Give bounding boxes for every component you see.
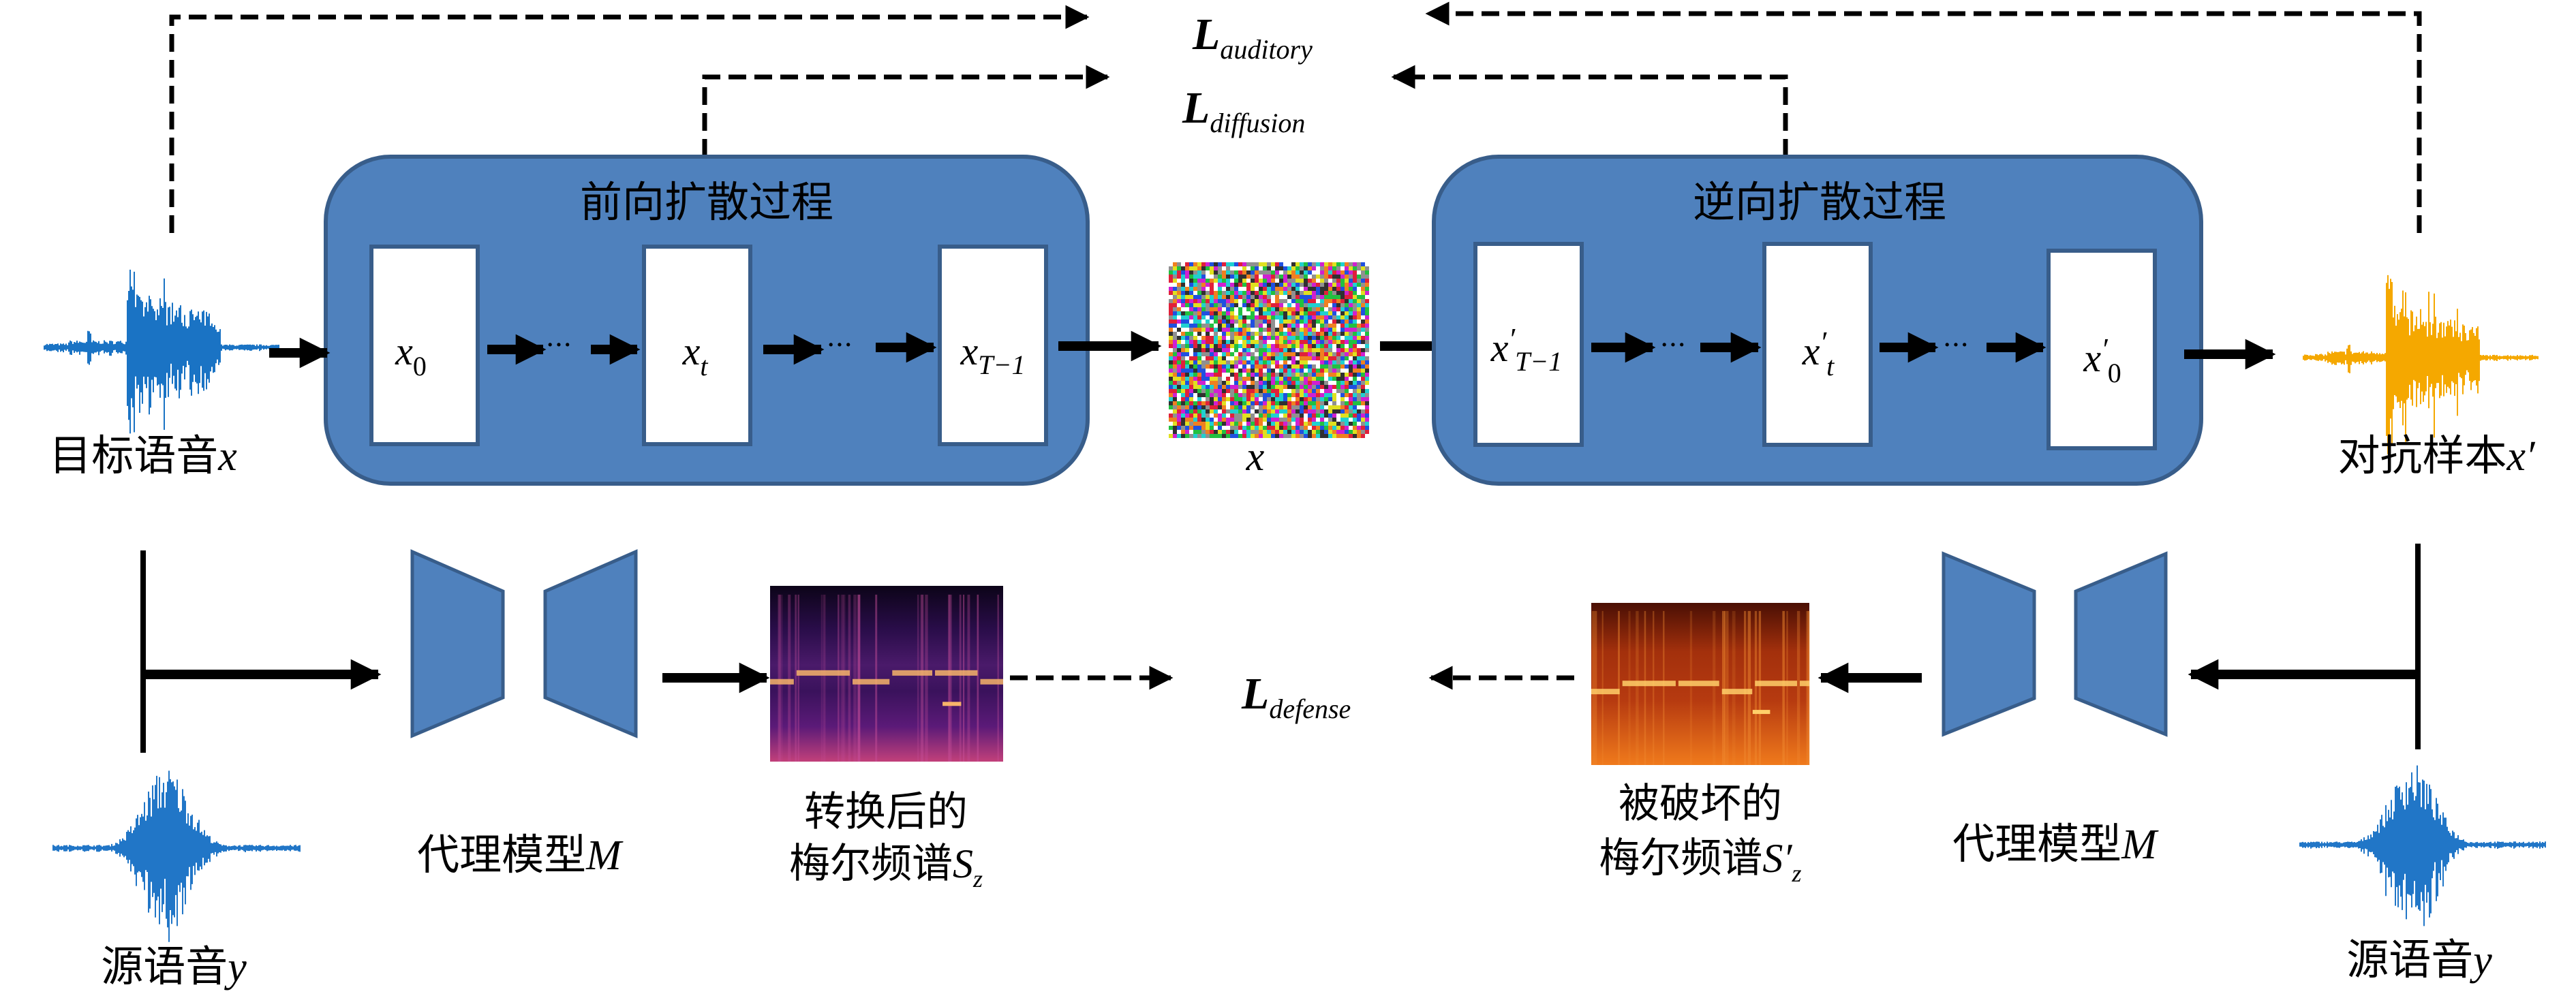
forward-ellipsis: ···: [546, 330, 572, 361]
converted-mel-label-line1: 转换后的: [804, 788, 968, 836]
waveform-trace: [2303, 275, 2539, 454]
reverse-ellipsis: ···: [1660, 330, 1686, 361]
source-speech-left-waveform: [52, 770, 301, 942]
diffusion-loss-connector-right: [1391, 65, 1788, 157]
waveform-trace: [44, 269, 279, 434]
proxy-model-left: [410, 549, 638, 738]
source-speech-right-label: 源语音y: [2346, 935, 2492, 984]
source-speech-right-waveform: [2299, 765, 2546, 926]
auditory-loss-label: Lauditory: [1192, 10, 1313, 65]
state-label-xt: xt: [682, 329, 709, 381]
corrupted-mel-label-line2: 梅尔频谱S′z: [1599, 835, 1801, 887]
source-speech-left-label: 源语音y: [101, 941, 247, 991]
state-box-xT-1: [938, 245, 1048, 446]
state-label-x't: x′t: [1802, 326, 1835, 381]
corrupted-mel-label-line1: 被破坏的: [1619, 780, 1782, 828]
adversarial-sample-waveform: [2303, 275, 2539, 454]
forward-ellipsis: ···: [827, 330, 853, 361]
diffusion-loss-connector-left: [702, 65, 1110, 157]
auditory-loss-connector-left: [169, 5, 1090, 233]
state-box-x'0: [2046, 249, 2157, 450]
noise-label: x: [1246, 434, 1265, 479]
forward-diffusion-process: 前向扩散过程 x0 xt xT−1 ··· ···: [324, 155, 1090, 486]
state-box-x0: [369, 245, 480, 446]
proxy-decoder-trapezoid: [2074, 551, 2168, 737]
state-box-x't: [1762, 242, 1873, 447]
target-speech-label: 目标语音x: [49, 431, 237, 480]
diffusion-loss-label: Ldiffusion: [1182, 83, 1305, 138]
defense-loss-label: Ldefense: [1241, 669, 1351, 724]
state-box-x'T-1: [1473, 242, 1584, 447]
corrupted-mel-spectrogram: [1591, 603, 1810, 765]
proxy-model-right-label: 代理模型M: [1952, 819, 2159, 869]
state-label-x'0: x′0: [2083, 332, 2121, 388]
converted-mel-spectrogram: [770, 586, 1003, 762]
state-label-x'T-1: x′T−1: [1490, 322, 1563, 377]
proxy-encoder-trapezoid: [410, 549, 505, 738]
proxy-model-right: [1942, 551, 2168, 737]
auditory-loss-connector-right: [1425, 1, 2422, 233]
forward-process-title: 前向扩散过程: [580, 177, 833, 227]
state-box-xt: [642, 245, 752, 446]
waveform-trace: [52, 770, 301, 942]
state-label-xT-1: xT−1: [960, 329, 1026, 380]
adversarial-sample-label: 对抗样本x′: [2337, 431, 2536, 480]
converted-mel-label-line2: 梅尔频谱Sz: [789, 840, 983, 892]
proxy-model-left-label: 代理模型M: [417, 830, 624, 879]
target-speech-waveform: [44, 269, 279, 434]
waveform-trace: [2299, 765, 2546, 926]
proxy-decoder-trapezoid: [543, 549, 638, 738]
proxy-encoder-trapezoid: [1942, 551, 2036, 737]
reverse-ellipsis: ···: [1943, 330, 1969, 361]
noise-image: [1169, 262, 1369, 438]
state-label-x0: x0: [395, 329, 427, 381]
reverse-process-title: 逆向扩散过程: [1693, 177, 1946, 227]
reverse-diffusion-process: 逆向扩散过程 x′T−1 x′t x′0 ··· ···: [1432, 155, 2203, 486]
